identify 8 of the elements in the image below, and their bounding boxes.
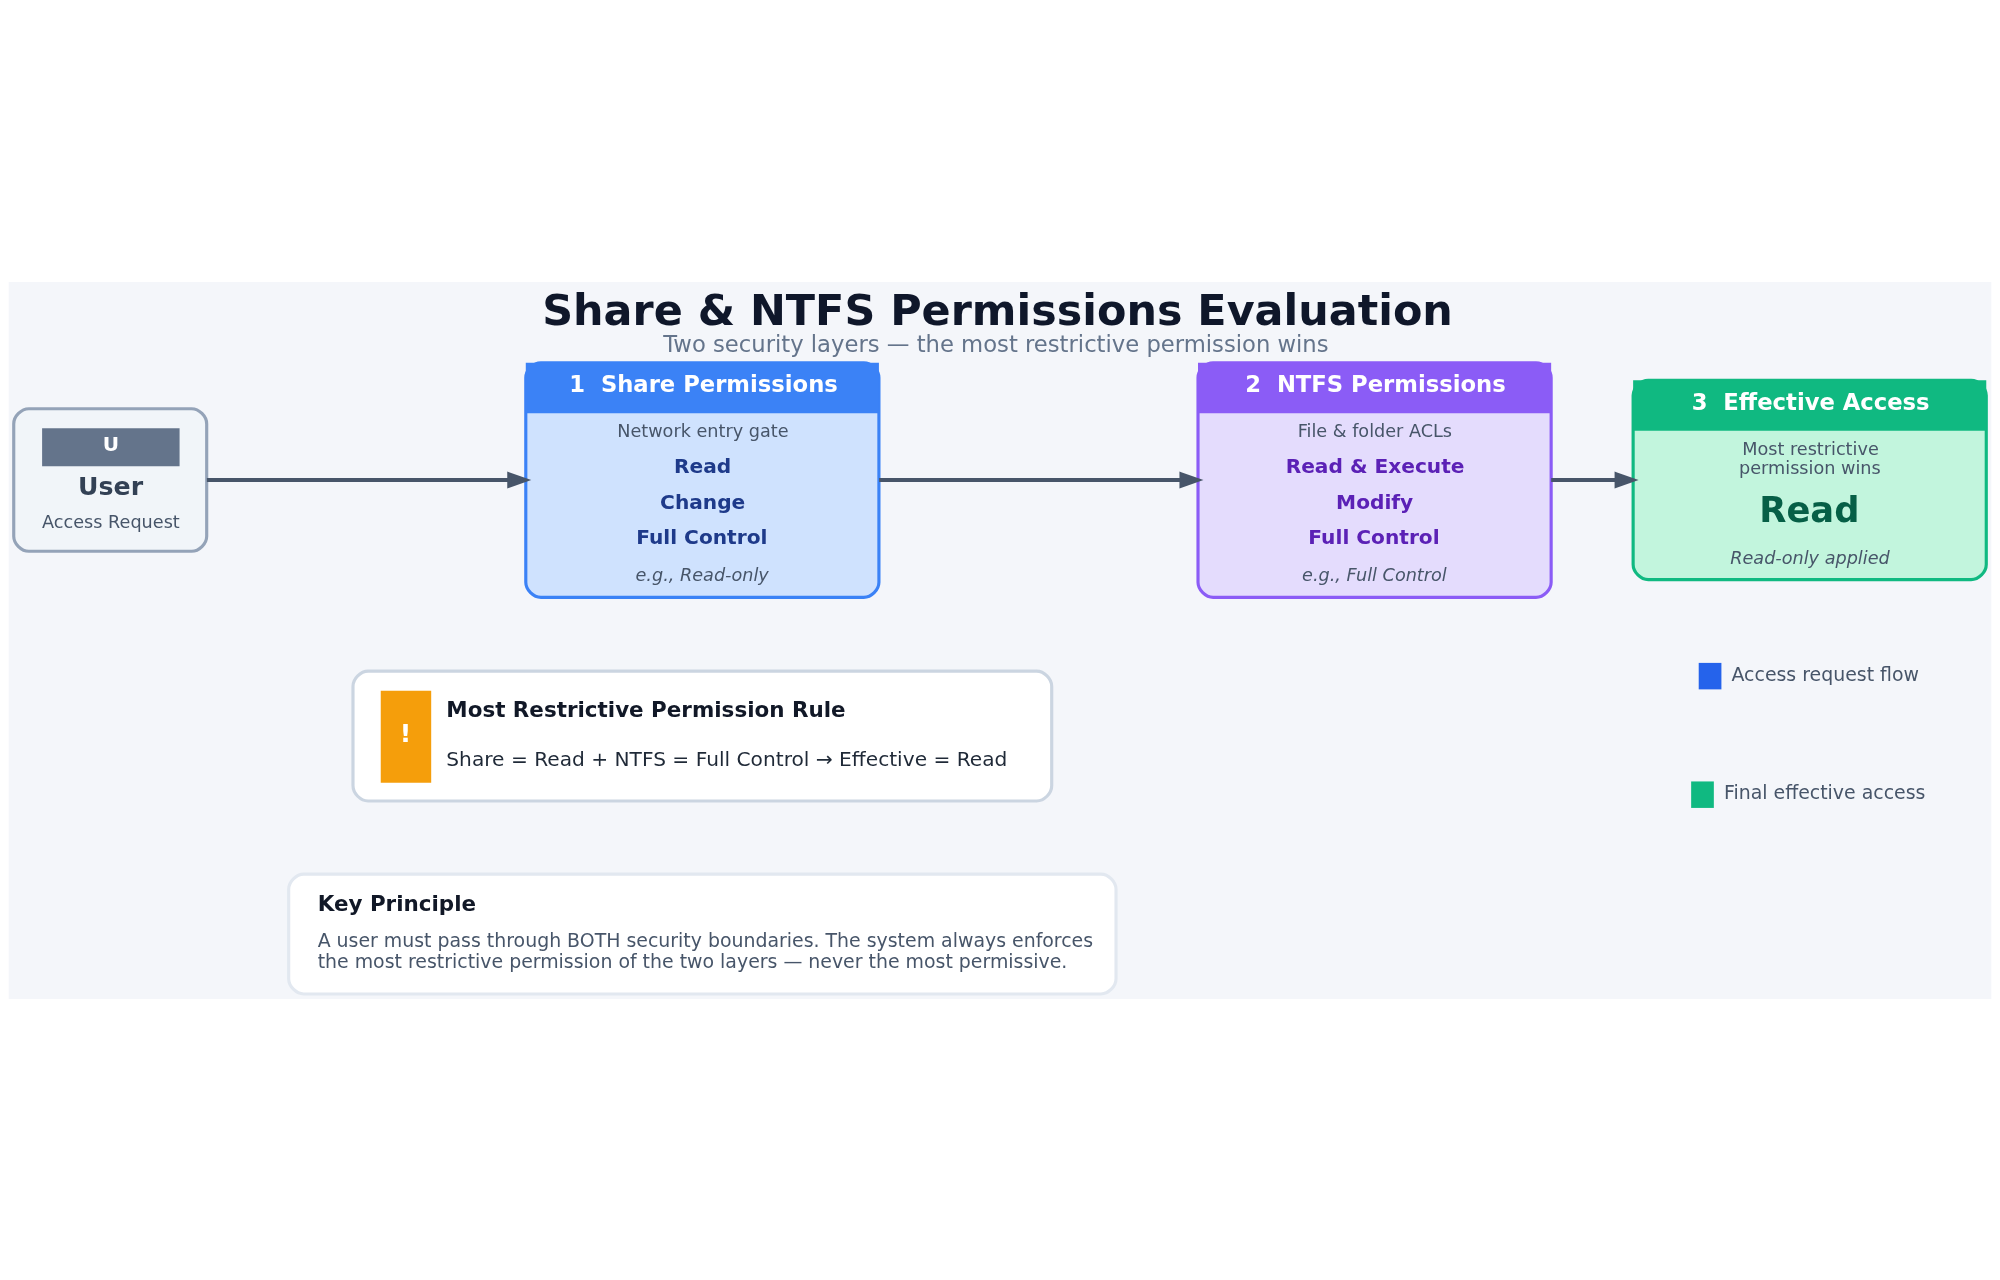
arrow [1551,471,1639,488]
node-box: ! Most Restrictive Permission Rule Share = Read + NTFS = Full Control → Effective = Read [351,669,1054,803]
legend-label: Access request flow [1731,662,1920,685]
arrow [206,471,532,488]
node-box: U User Access Request [12,406,209,553]
node-box: Key Principle A user must pass through BOTH security boundaries. The system always enforces the most restrictive permission of the two layers — never the most permissive. [287,872,1118,996]
arrow [879,471,1204,488]
legend-label: Final effective access [1723,780,1926,803]
